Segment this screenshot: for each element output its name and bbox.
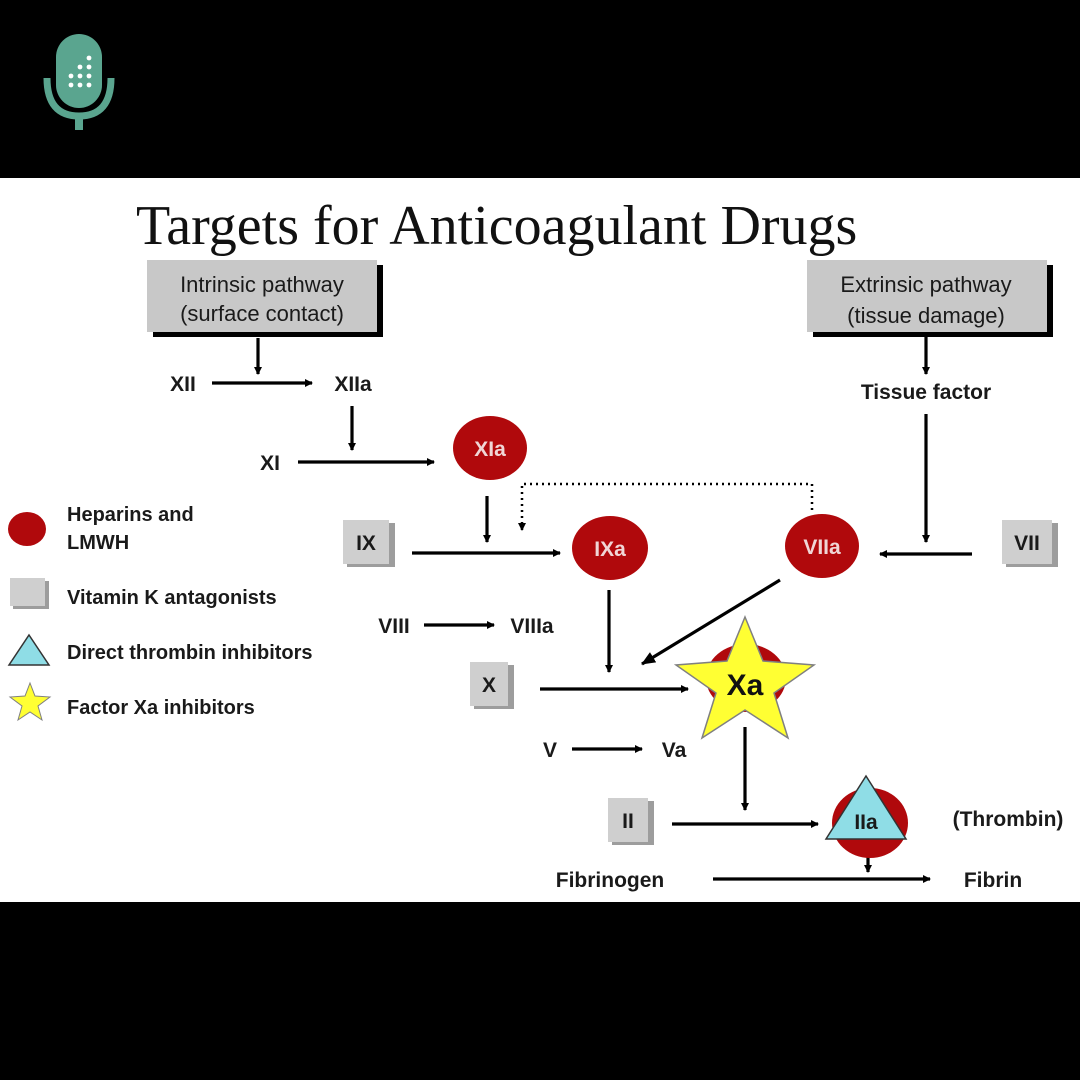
legend-star-icon [8,681,52,722]
podcast-microphone-icon [43,34,115,130]
factor-ii-label: II [622,810,634,833]
legend-xa-inhibitors-label: Factor Xa inhibitors [67,697,255,719]
pathway-arrows [212,336,972,883]
thrombin-inhibitor-triangle-icon [824,774,908,840]
legend: Heparins and LMWH Vitamin K antagonists … [7,504,313,722]
page-title: Targets for Anticoagulant Drugs [136,195,857,257]
legend-vitamin-k-label: Vitamin K antagonists [67,587,277,609]
factor-ix-box: IX [343,520,395,567]
factor-iia-label: IIa [854,811,878,834]
factor-ixa-node: IXa [572,516,648,580]
extrinsic-pathway-box: Extrinsic pathway (tissue damage) [807,260,1053,337]
factor-xi-label: XI [260,452,280,475]
xa-inhibitor-star-icon [673,615,817,740]
factor-x-label: X [482,674,496,697]
fibrin-label: Fibrin [964,869,1022,892]
factor-xa-node: Xa [673,615,817,740]
factor-x-box: X [470,662,514,709]
dotted-feedback-arrow [518,482,814,531]
thrombin-label: (Thrombin) [953,808,1064,831]
legend-thrombin-inhibitors-label: Direct thrombin inhibitors [67,642,313,664]
legend-vitamin-k-box-icon [10,578,49,609]
slide-panel: Targets for Anticoagulant Drugs Intrinsi… [0,178,1080,902]
tissue-factor-label: Tissue factor [861,381,991,404]
factor-xii-label: XII [170,373,196,396]
factor-viia-node: VIIa [785,514,859,578]
factor-viii-label: VIII [378,615,410,638]
extrinsic-label-line2: (tissue damage) [847,303,1005,328]
factor-ii-box: II [608,798,654,845]
extrinsic-label-line1: Extrinsic pathway [840,272,1011,297]
coagulation-diagram: Targets for Anticoagulant Drugs Intrinsi… [7,195,1064,892]
factor-xiia-label: XIIa [334,373,372,396]
factor-viia-label: VIIa [803,536,841,559]
factor-va-label: Va [662,739,687,762]
intrinsic-pathway-box: Intrinsic pathway (surface contact) [147,260,383,337]
factor-ixa-label: IXa [594,538,626,561]
legend-heparins-line1: Heparins and [67,504,194,526]
legend-heparins-line2: LMWH [67,532,129,554]
podcast-logo [43,34,115,130]
factor-vii-label: VII [1014,532,1040,555]
factor-iia-node: IIa [824,774,908,858]
arrow-viia-to-xa [641,578,781,666]
factor-xa-label: Xa [727,669,764,702]
factor-v-label: V [543,739,557,762]
factor-viiia-label: VIIIa [510,615,554,638]
intrinsic-label-line2: (surface contact) [180,301,344,326]
intrinsic-label-line1: Intrinsic pathway [180,272,344,297]
factor-xia-node: XIa [453,416,527,480]
factor-ix-label: IX [356,532,376,555]
fibrinogen-label: Fibrinogen [556,869,665,892]
legend-triangle-icon [7,633,51,666]
factor-xia-label: XIa [474,438,506,461]
legend-heparin-oval-icon [8,512,46,546]
factor-vii-box: VII [1002,520,1058,567]
